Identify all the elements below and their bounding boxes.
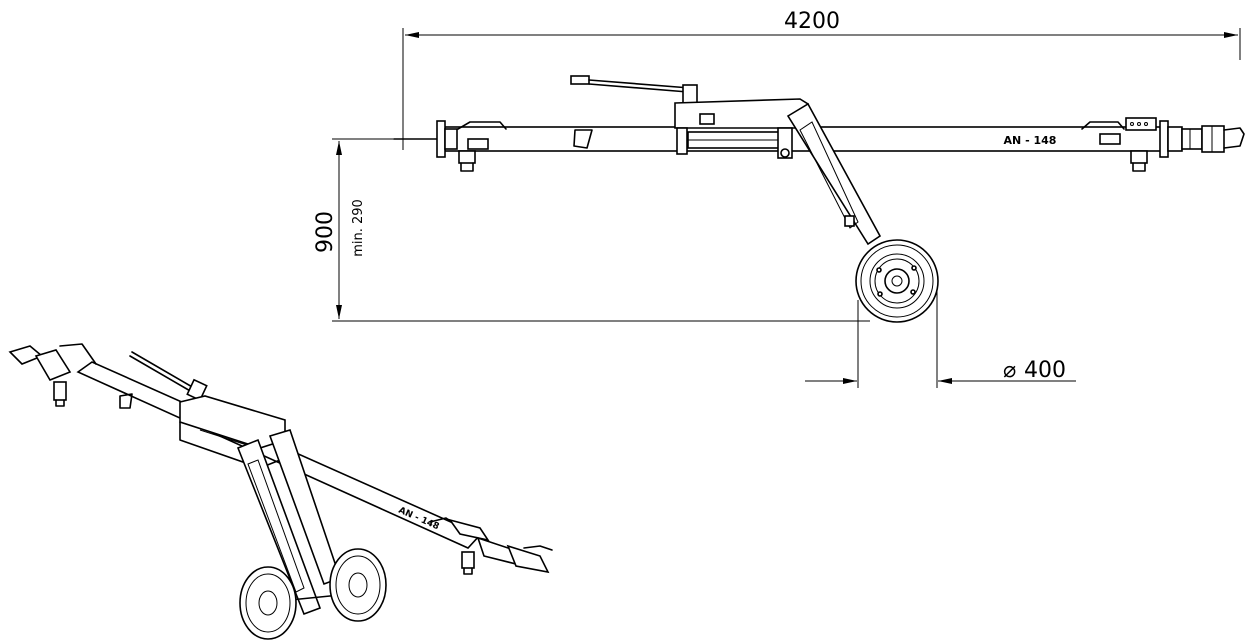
dimension-length: 4200 bbox=[402, 9, 1241, 150]
iso-rear-fitting bbox=[429, 517, 553, 575]
hydraulic-housing bbox=[674, 98, 809, 159]
min-height-value: min. 290 bbox=[351, 199, 366, 257]
iso-bracket bbox=[119, 393, 133, 409]
right-end-fitting bbox=[1081, 117, 1245, 172]
bracket bbox=[573, 129, 593, 149]
length-value: 4200 bbox=[784, 9, 840, 34]
wheel-strut bbox=[786, 102, 882, 246]
model-label-side: AN - 148 bbox=[1004, 134, 1057, 147]
side-view: AN - 148 bbox=[382, 75, 1245, 323]
dimension-height: 900 min. 290 bbox=[313, 138, 870, 322]
iso-handle bbox=[129, 351, 208, 402]
iso-front-fitting bbox=[8, 343, 97, 407]
height-value: 900 bbox=[313, 211, 338, 253]
diameter-symbol: ⌀ bbox=[1003, 358, 1016, 383]
dimension-wheel-diameter: ⌀ 400 bbox=[805, 290, 1076, 388]
isometric-view: AN - 148 bbox=[8, 343, 553, 640]
iso-wheel-front bbox=[239, 566, 297, 640]
iso-wheel-rear bbox=[329, 548, 387, 622]
left-end-fitting bbox=[393, 120, 507, 172]
diameter-value: 400 bbox=[1024, 358, 1066, 383]
pump-handle bbox=[570, 75, 698, 104]
wheel-side bbox=[855, 239, 939, 323]
